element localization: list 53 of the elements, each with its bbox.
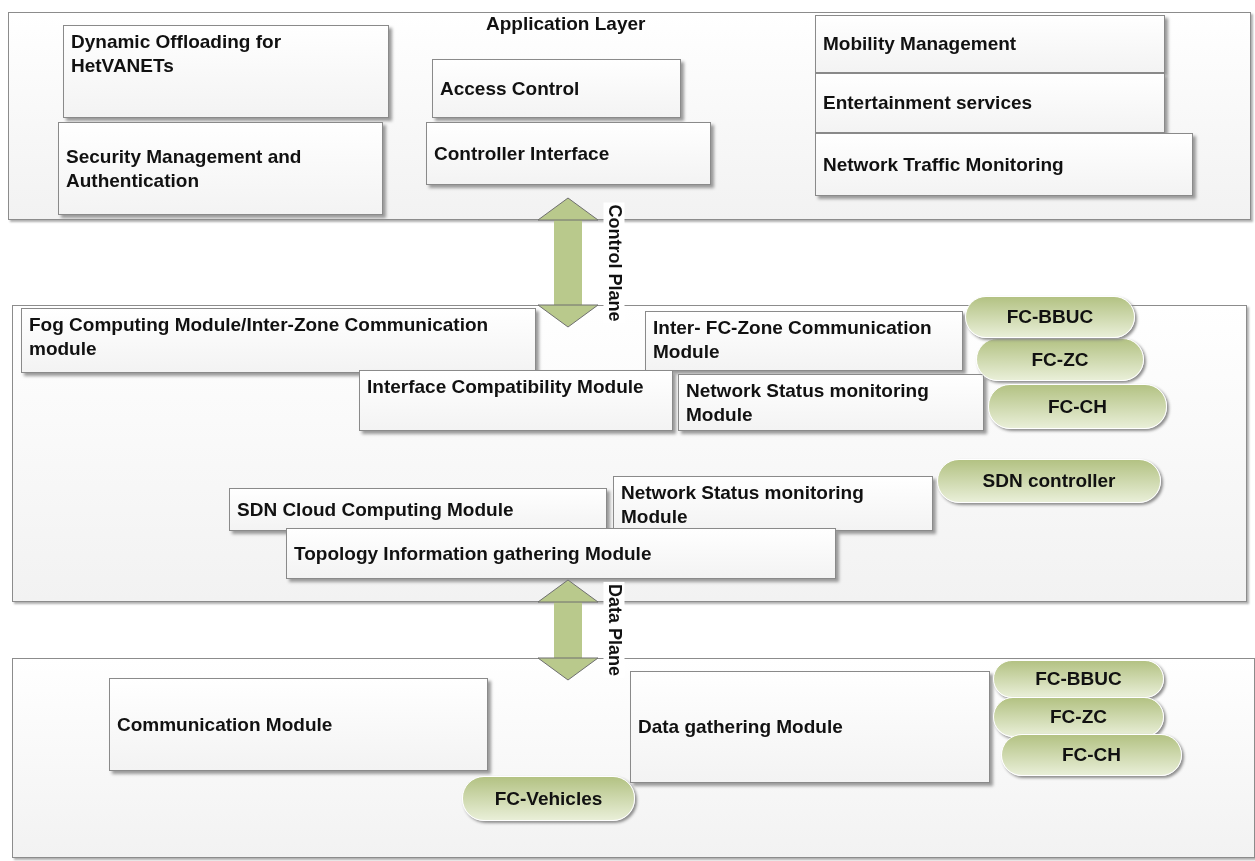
edge-label: Control Plane — [603, 202, 625, 323]
module-box — [645, 311, 963, 371]
module-label: SDN Cloud Computing Module — [237, 497, 515, 522]
module-box — [432, 59, 681, 118]
module-label: Inter- FC-Zone Communication Module — [653, 316, 933, 364]
module-label: Access Control — [440, 76, 581, 101]
module-label: Network Status monitoring Module — [621, 481, 865, 529]
module-box — [678, 374, 984, 431]
module-box — [815, 133, 1193, 196]
layer-title: Application Layer — [486, 13, 646, 35]
module-label: Controller Interface — [434, 141, 611, 166]
module-label: SDN controller — [982, 469, 1116, 493]
module-label: Network Traffic Monitoring — [823, 152, 1065, 177]
edge-label: Data Plane — [603, 582, 625, 678]
module-box — [63, 25, 389, 118]
fc-pill — [988, 384, 1167, 429]
module-label: Topology Information gathering Module — [294, 541, 653, 566]
fc-pill — [965, 296, 1135, 338]
module-label: FC-Vehicles — [494, 786, 603, 811]
module-box — [229, 488, 607, 531]
fc-pill — [937, 459, 1161, 503]
module-label: FC-ZC — [1050, 705, 1107, 729]
module-box — [286, 528, 836, 579]
module-label: Security Management and Authentication — [66, 144, 303, 193]
module-box — [815, 73, 1165, 133]
module-label: Interface Compatibility Module — [367, 375, 645, 399]
module-label: Entertainment services — [823, 91, 1034, 115]
module-label: Data gathering Module — [638, 715, 844, 739]
module-label: Network Status monitoring Module — [686, 379, 930, 427]
module-label: Dynamic Offloading for HetVANETs — [71, 30, 283, 78]
module-box — [109, 678, 488, 771]
module-box — [426, 122, 711, 185]
module-box — [630, 671, 990, 783]
fc-pill — [993, 697, 1164, 737]
module-label: Communication Module — [117, 712, 334, 737]
module-box — [58, 122, 383, 215]
fc-pill — [993, 660, 1164, 698]
fc-pill — [1001, 734, 1182, 776]
fc-pill — [976, 338, 1144, 381]
module-box — [359, 370, 673, 431]
module-box — [613, 476, 933, 531]
module-box — [815, 15, 1165, 73]
module-label: Mobility Management — [823, 32, 1018, 56]
module-label: FC-ZC — [1031, 347, 1089, 372]
module-label: FC-CH — [1061, 743, 1122, 767]
module-label: Fog Computing Module/Inter-Zone Communication module — [29, 313, 490, 361]
module-label: FC-BBUC — [1035, 667, 1122, 691]
double-arrow — [537, 197, 599, 328]
module-label: FC-BBUC — [1006, 305, 1094, 329]
module-label: FC-CH — [1047, 394, 1108, 419]
module-box — [21, 308, 536, 373]
double-arrow — [537, 579, 599, 681]
fc-pill — [462, 776, 635, 821]
